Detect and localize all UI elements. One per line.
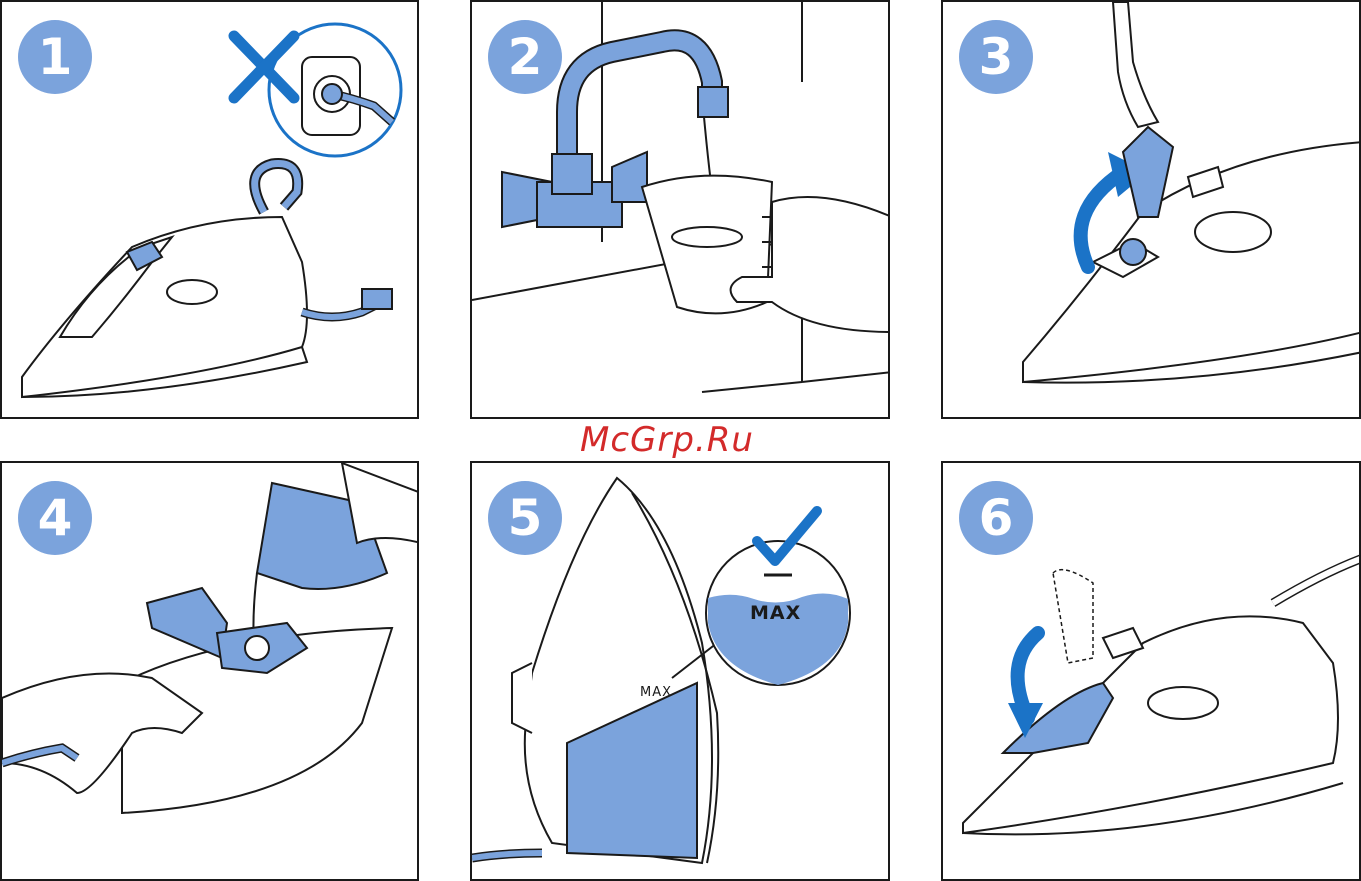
- step-5-panel: 5 MAX MAX: [470, 461, 890, 881]
- step-3-badge: 3: [959, 20, 1033, 94]
- step-4-panel: 4: [0, 461, 419, 881]
- step-6-panel: 6: [941, 461, 1361, 881]
- max-label-tank: MAX: [640, 685, 672, 700]
- step-1-badge: 1: [18, 20, 92, 94]
- step-2-badge: 2: [488, 20, 562, 94]
- watermark: McGrp.Ru: [580, 420, 754, 460]
- step-5-badge: 5: [488, 481, 562, 555]
- pouring-cup-icon: [253, 463, 419, 648]
- step-3-panel: 3: [941, 0, 1361, 419]
- step-4-badge: 4: [18, 481, 92, 555]
- hand-icon: [1113, 2, 1158, 127]
- steam-iron-icon: [1023, 142, 1361, 383]
- steam-iron-icon: [22, 164, 392, 397]
- max-label-zoom: MAX: [750, 602, 801, 624]
- step-6-badge: 6: [959, 481, 1033, 555]
- step-1-panel: 1: [0, 0, 419, 419]
- step-2-panel: 2: [470, 0, 890, 419]
